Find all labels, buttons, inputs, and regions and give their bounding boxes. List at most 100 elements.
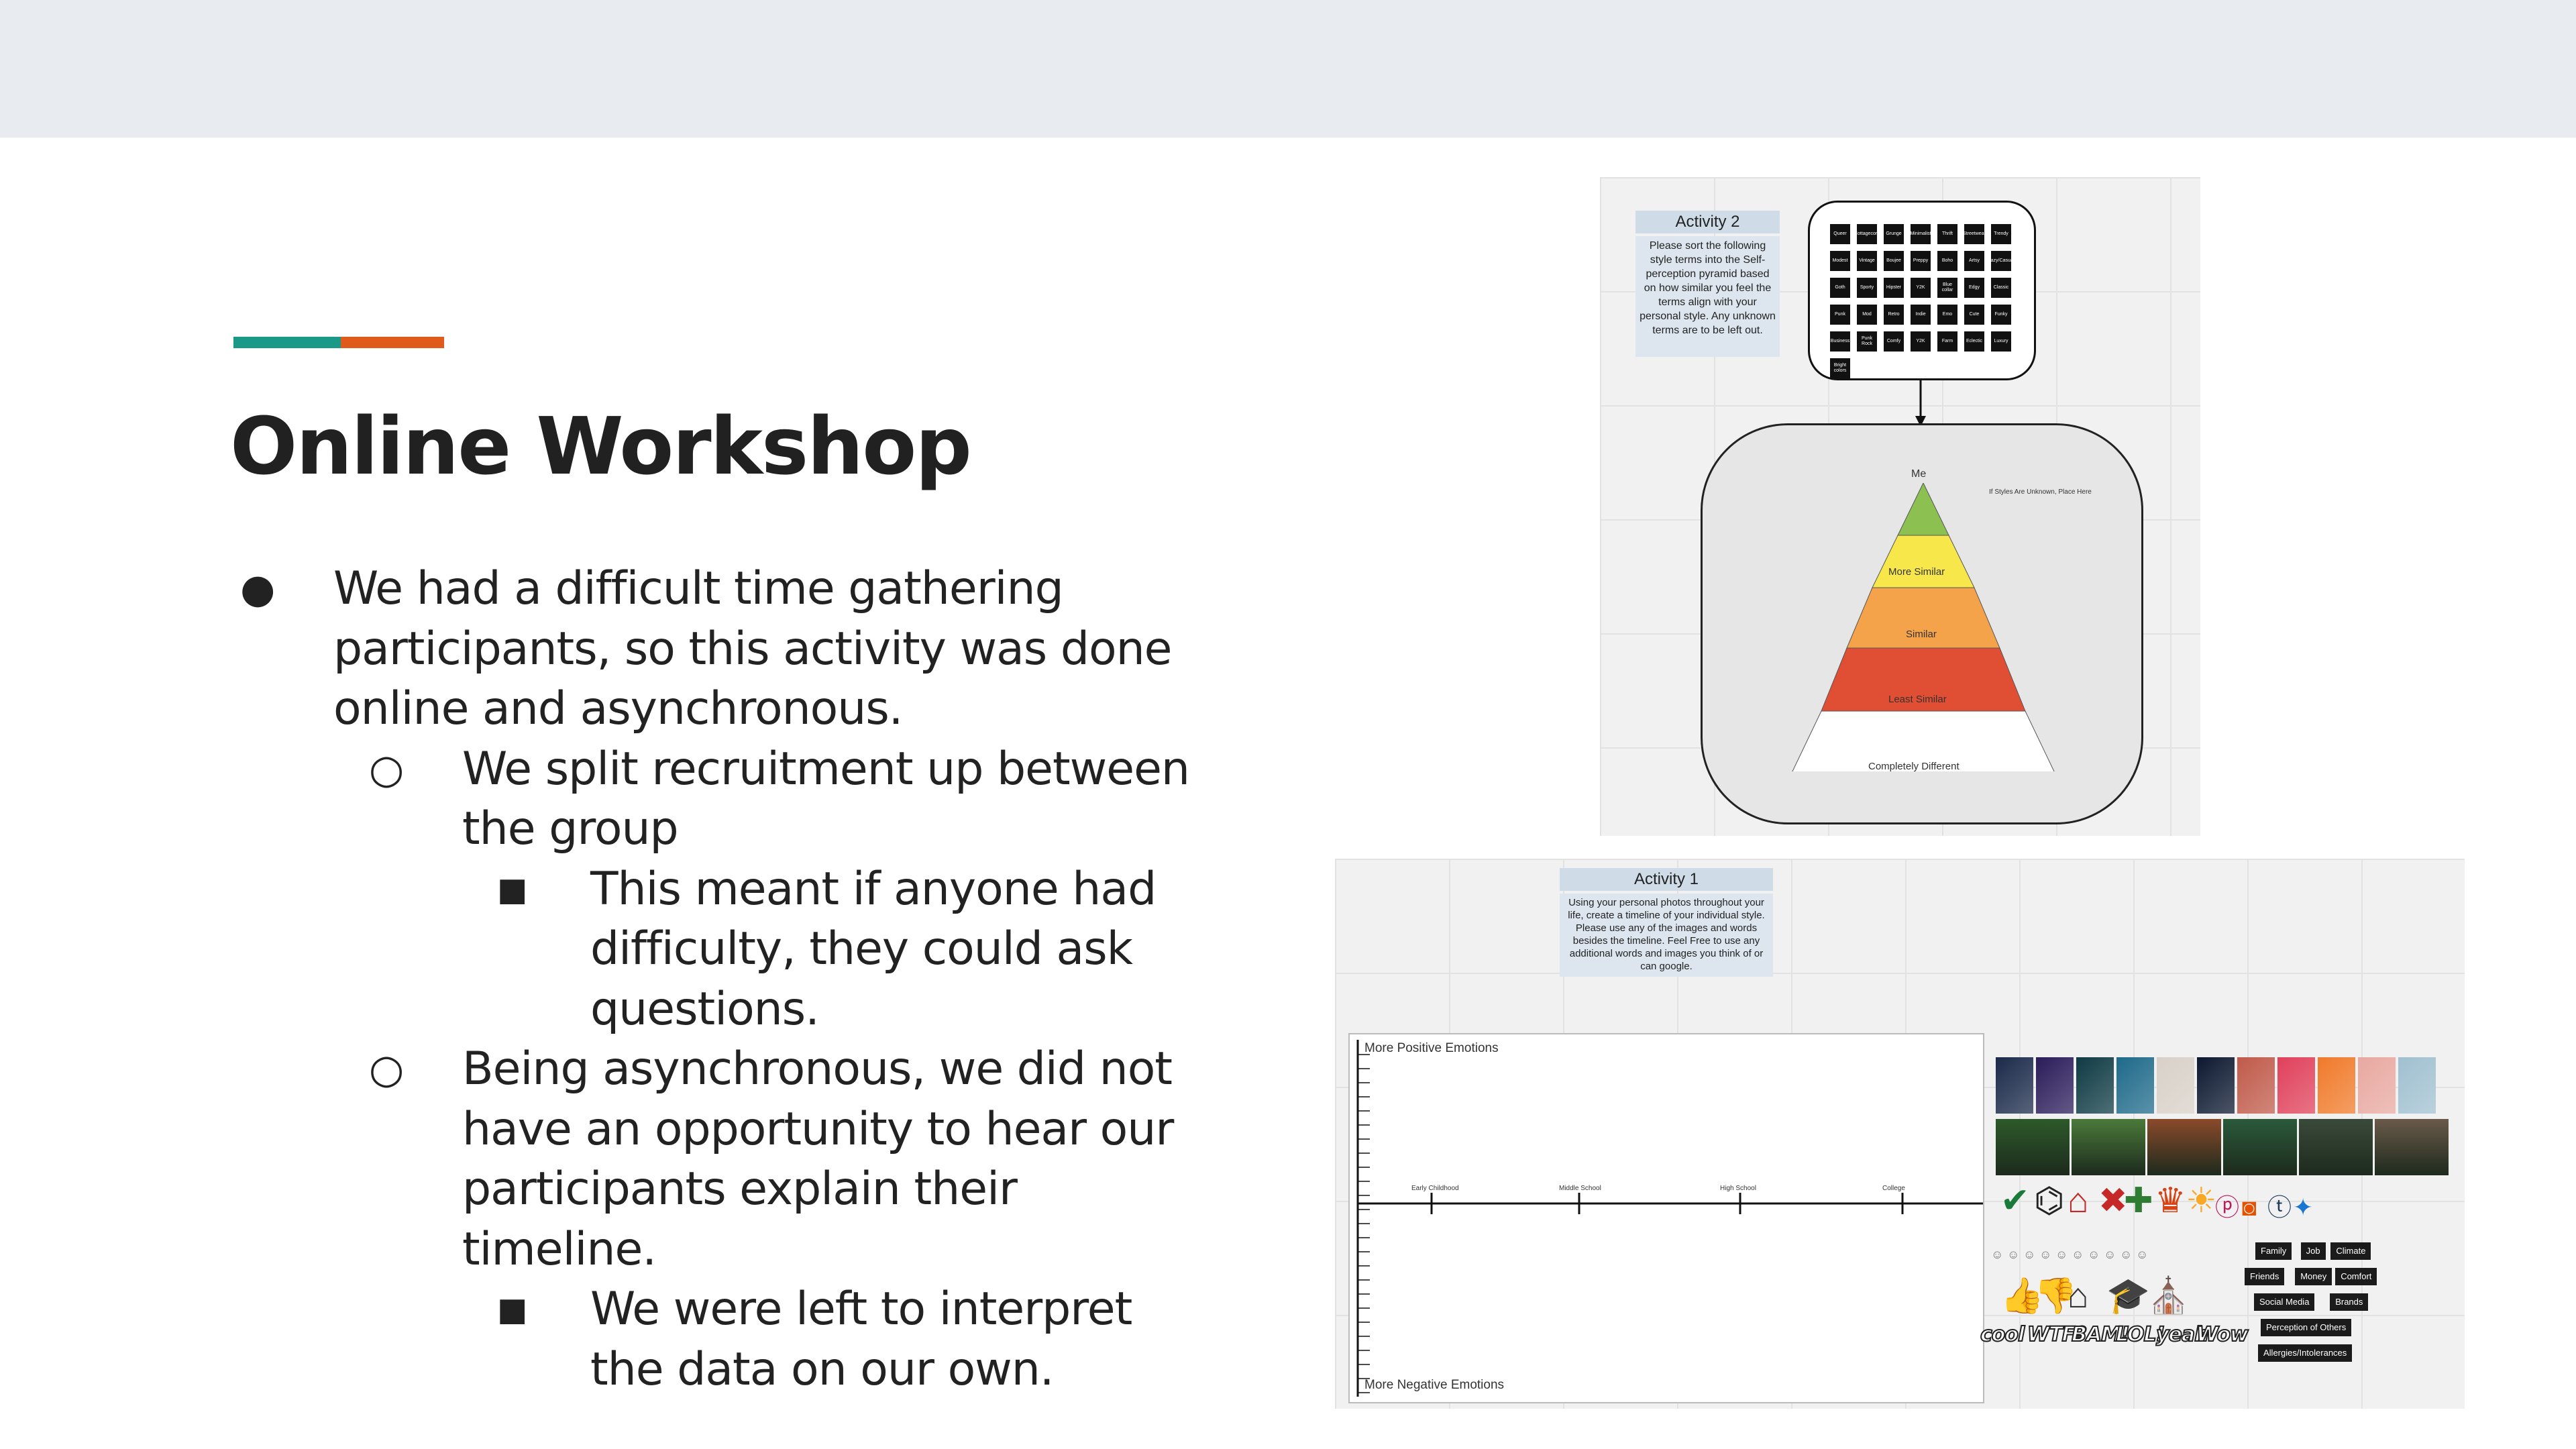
title-accent-orange xyxy=(341,337,444,348)
timeline-stage-label: College xyxy=(1882,1185,1905,1192)
style-photo xyxy=(2277,1057,2315,1114)
bullet-text-line: We had a difficult time gathering xyxy=(333,562,1064,615)
bullet-text-line: questions. xyxy=(590,982,820,1036)
style-term-tile: Cottagecore xyxy=(1857,224,1877,244)
activity2-instructions: Please sort the following style terms in… xyxy=(1635,236,1780,357)
emoji-face-icon: ☺ xyxy=(2136,1248,2149,1261)
word-tag: Comfort xyxy=(2335,1268,2377,1285)
house-icon: ⌂ xyxy=(2068,1181,2089,1220)
style-term-tile: Cute xyxy=(1964,305,1984,325)
style-term-tile: Streetwear xyxy=(1964,224,1984,244)
emoji-face-icon: ☺ xyxy=(2104,1248,2116,1261)
style-photo xyxy=(1996,1057,2033,1114)
nature-photo xyxy=(2072,1119,2145,1175)
style-term-tile: Bright colors xyxy=(1830,358,1850,378)
style-term-tile: Comfy xyxy=(1884,331,1904,352)
activity1-instructions: Using your personal photos throughout yo… xyxy=(1560,894,1773,977)
style-term-tile: Boho xyxy=(1937,251,1957,271)
style-term-tile: Hipster xyxy=(1884,278,1904,298)
nature-photo xyxy=(1996,1119,2070,1175)
timeline-stage-label: Early Childhood xyxy=(1411,1185,1459,1192)
emoji-face-icon: ☺ xyxy=(2120,1248,2133,1261)
text-sticker: cool xyxy=(1980,1322,2025,1347)
text-sticker: Wow xyxy=(2196,1322,2249,1347)
pyramid-tier-yellow xyxy=(1872,535,1975,588)
word-tag: Climate xyxy=(2330,1242,2371,1260)
style-term-tile: Boujee xyxy=(1884,251,1904,271)
nature-photo xyxy=(2147,1119,2221,1175)
style-term-tile: Mod xyxy=(1857,305,1877,325)
style-photo xyxy=(2157,1057,2194,1114)
style-photo xyxy=(2358,1057,2396,1114)
style-term-tile: Luxury xyxy=(1991,331,2011,352)
text-sticker: WTF? xyxy=(2027,1322,2087,1347)
timeline-stage-label: High School xyxy=(1720,1185,1756,1192)
style-term-tile: Eclectic xyxy=(1964,331,1984,352)
style-term-tile: Blue collar xyxy=(1937,278,1957,298)
school-icon: ⌂ xyxy=(2068,1277,2089,1316)
style-term-tile: Punk Rock xyxy=(1857,331,1877,352)
style-term-tile: Y2K xyxy=(1911,331,1931,352)
bullet-text-line: have an opportunity to hear our xyxy=(462,1102,1174,1156)
church-icon: ⛪ xyxy=(2147,1277,2190,1316)
style-term-tile: Modest xyxy=(1830,251,1850,271)
bullet-marker: ○ xyxy=(369,1046,405,1093)
activity2-board: Activity 2 Please sort the following sty… xyxy=(1600,177,2200,836)
style-term-tile: Thrift xyxy=(1937,224,1957,244)
bullet-text-line: timeline. xyxy=(462,1222,657,1276)
bullet-text-line: We split recruitment up between xyxy=(462,742,1190,796)
style-term-tile: Farm xyxy=(1937,331,1957,352)
top-bar xyxy=(0,0,2576,138)
emoji-face-icon: ☺ xyxy=(2007,1248,2020,1261)
bullet-marker: ■ xyxy=(497,870,528,908)
style-term-tile: Business xyxy=(1830,331,1850,352)
bullet-marker: ■ xyxy=(497,1291,528,1328)
style-term-tile: Vintage xyxy=(1857,251,1877,271)
bullet-text-line: the data on our own. xyxy=(590,1342,1055,1396)
tier-label-completely-different: Completely Different xyxy=(1868,761,1960,772)
title-accent-teal xyxy=(233,337,341,348)
style-photo xyxy=(2036,1057,2074,1114)
style-photo xyxy=(2197,1057,2235,1114)
style-term-tile: Goth xyxy=(1830,278,1850,298)
bullet-marker: ● xyxy=(240,566,276,612)
nature-photo xyxy=(2299,1119,2373,1175)
style-term-tile: Preppy xyxy=(1911,251,1931,271)
tier-label-more-similar: More Similar xyxy=(1888,566,1945,578)
nature-photo xyxy=(2375,1119,2449,1175)
word-tag: Perception of Others xyxy=(2261,1319,2352,1336)
style-term-tile: Punk xyxy=(1830,305,1850,325)
style-term-tile: Queer xyxy=(1830,224,1850,244)
x-icon: ✖ xyxy=(2098,1181,2128,1220)
nature-photo xyxy=(2223,1119,2297,1175)
crown-icon: ♛ xyxy=(2155,1181,2186,1220)
self-perception-pyramid xyxy=(1792,483,2055,771)
positive-emotions-label: More Positive Emotions xyxy=(1364,1041,1499,1055)
graduation-cap-icon: 🎓 xyxy=(2106,1277,2150,1316)
bullet-text-line: difficulty, they could ask xyxy=(590,922,1133,975)
emoji-face-icon: ☺ xyxy=(2023,1248,2036,1261)
text-sticker: LOL! xyxy=(2115,1322,2165,1347)
style-photo xyxy=(2076,1057,2114,1114)
word-tag: Allergies/Intolerances xyxy=(2258,1344,2353,1362)
word-tag: Money xyxy=(2295,1268,2332,1285)
style-term-tile: Artsy xyxy=(1964,251,1984,271)
style-term-tile: Minimalist xyxy=(1911,224,1931,244)
sun-icon: ☀ xyxy=(2186,1181,2217,1220)
activity1-label: Activity 1 xyxy=(1560,868,1773,891)
instagram-icon: ◙ xyxy=(2242,1193,2257,1221)
word-tag: Brands xyxy=(2330,1293,2369,1311)
style-term-tile: Grunge xyxy=(1884,224,1904,244)
pinterest-icon: ⓟ xyxy=(2215,1193,2240,1221)
text-sticker: BAM! xyxy=(2071,1322,2131,1347)
word-tag: Family xyxy=(2255,1242,2292,1260)
unknown-styles-note: If Styles Are Unknown, Place Here xyxy=(1989,488,2092,496)
emoji-face-icon: ☺ xyxy=(2055,1248,2068,1261)
bullet-text-line: participants, so this activity was done xyxy=(333,622,1173,676)
word-tag: Social Media xyxy=(2254,1293,2315,1311)
emoji-face-icon: ☺ xyxy=(1991,1248,2004,1261)
bullet-marker: ○ xyxy=(369,745,405,793)
style-photo xyxy=(2116,1057,2154,1114)
puzzle-icon: ✚ xyxy=(2124,1181,2153,1220)
pyramid-top-label: Me xyxy=(1911,468,1927,480)
